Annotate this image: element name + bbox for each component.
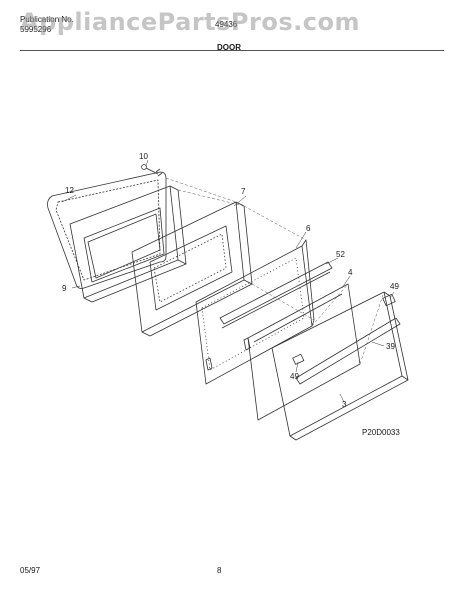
callout-49-top: 49	[390, 282, 399, 291]
callout-4: 4	[348, 268, 353, 277]
callout-9: 9	[62, 284, 67, 293]
callout-52: 52	[336, 250, 345, 259]
site-watermark: AppliancePartsPros.com	[20, 8, 360, 36]
publication-number: 5995296	[20, 25, 52, 34]
publication-label: Publication No.	[20, 15, 74, 24]
diagram-code: P20D0033	[362, 428, 400, 437]
model-number: 49436	[215, 20, 238, 29]
channel-bracket	[219, 261, 333, 325]
callout-7: 7	[241, 187, 246, 196]
door-frame	[131, 201, 245, 333]
door-gasket	[47, 171, 167, 289]
callout-3: 3	[342, 400, 347, 409]
handle-clip	[382, 293, 396, 307]
callout-39: 39	[386, 342, 395, 351]
callout-6: 6	[306, 224, 311, 233]
callout-10: 10	[139, 152, 148, 161]
outer-door-panel	[271, 291, 403, 437]
callout-12: 12	[65, 186, 74, 195]
handle-clip	[292, 353, 305, 365]
door-liner	[69, 185, 179, 299]
insulation-panel	[195, 245, 313, 385]
section-title: DOOR	[217, 43, 241, 52]
door-handle	[295, 317, 401, 385]
footer-date: 05/97	[20, 566, 41, 575]
callout-49-bottom: 49	[290, 372, 299, 381]
page-number: 8	[217, 566, 222, 575]
screw	[145, 167, 159, 175]
header-rule	[20, 50, 444, 51]
